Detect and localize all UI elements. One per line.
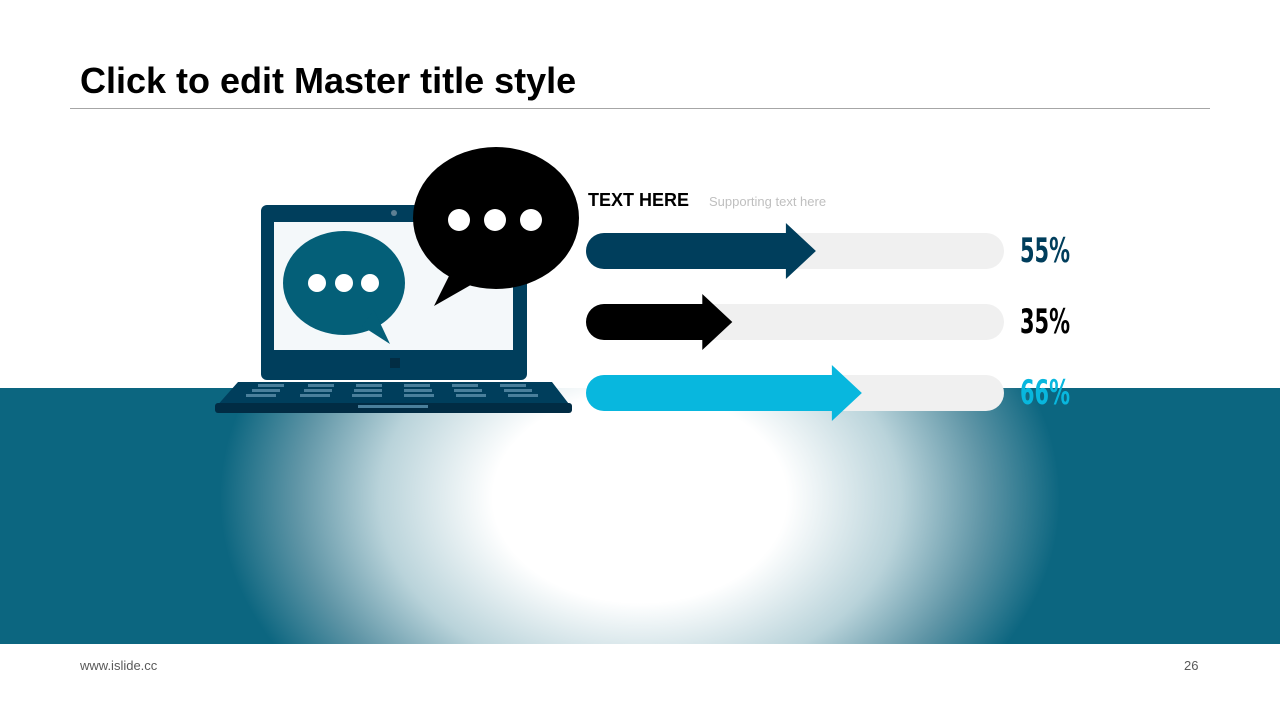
laptop-chat-illustration [212, 146, 582, 418]
speech-bubble-icon [413, 147, 579, 306]
progress-arrow-2 [586, 294, 733, 350]
chart-heading: TEXT HERE [588, 190, 690, 210]
page-number: 26 [1184, 658, 1199, 673]
progress-label-2: 35% [1020, 302, 1070, 342]
progress-label-1: 55% [1020, 231, 1070, 271]
background-band [0, 388, 1280, 644]
progress-label-3: 66% [1020, 373, 1070, 413]
slide-title: Click to edit Master title style [80, 60, 577, 101]
progress-arrow-1 [586, 223, 816, 279]
footer-url: www.islide.cc [80, 658, 158, 673]
laptop-icon [215, 147, 579, 413]
speech-bubble-icon [283, 231, 405, 344]
title-divider [70, 108, 1210, 109]
progress-arrow-3 [586, 365, 862, 421]
chart-subheading: Supporting text here [709, 194, 827, 209]
